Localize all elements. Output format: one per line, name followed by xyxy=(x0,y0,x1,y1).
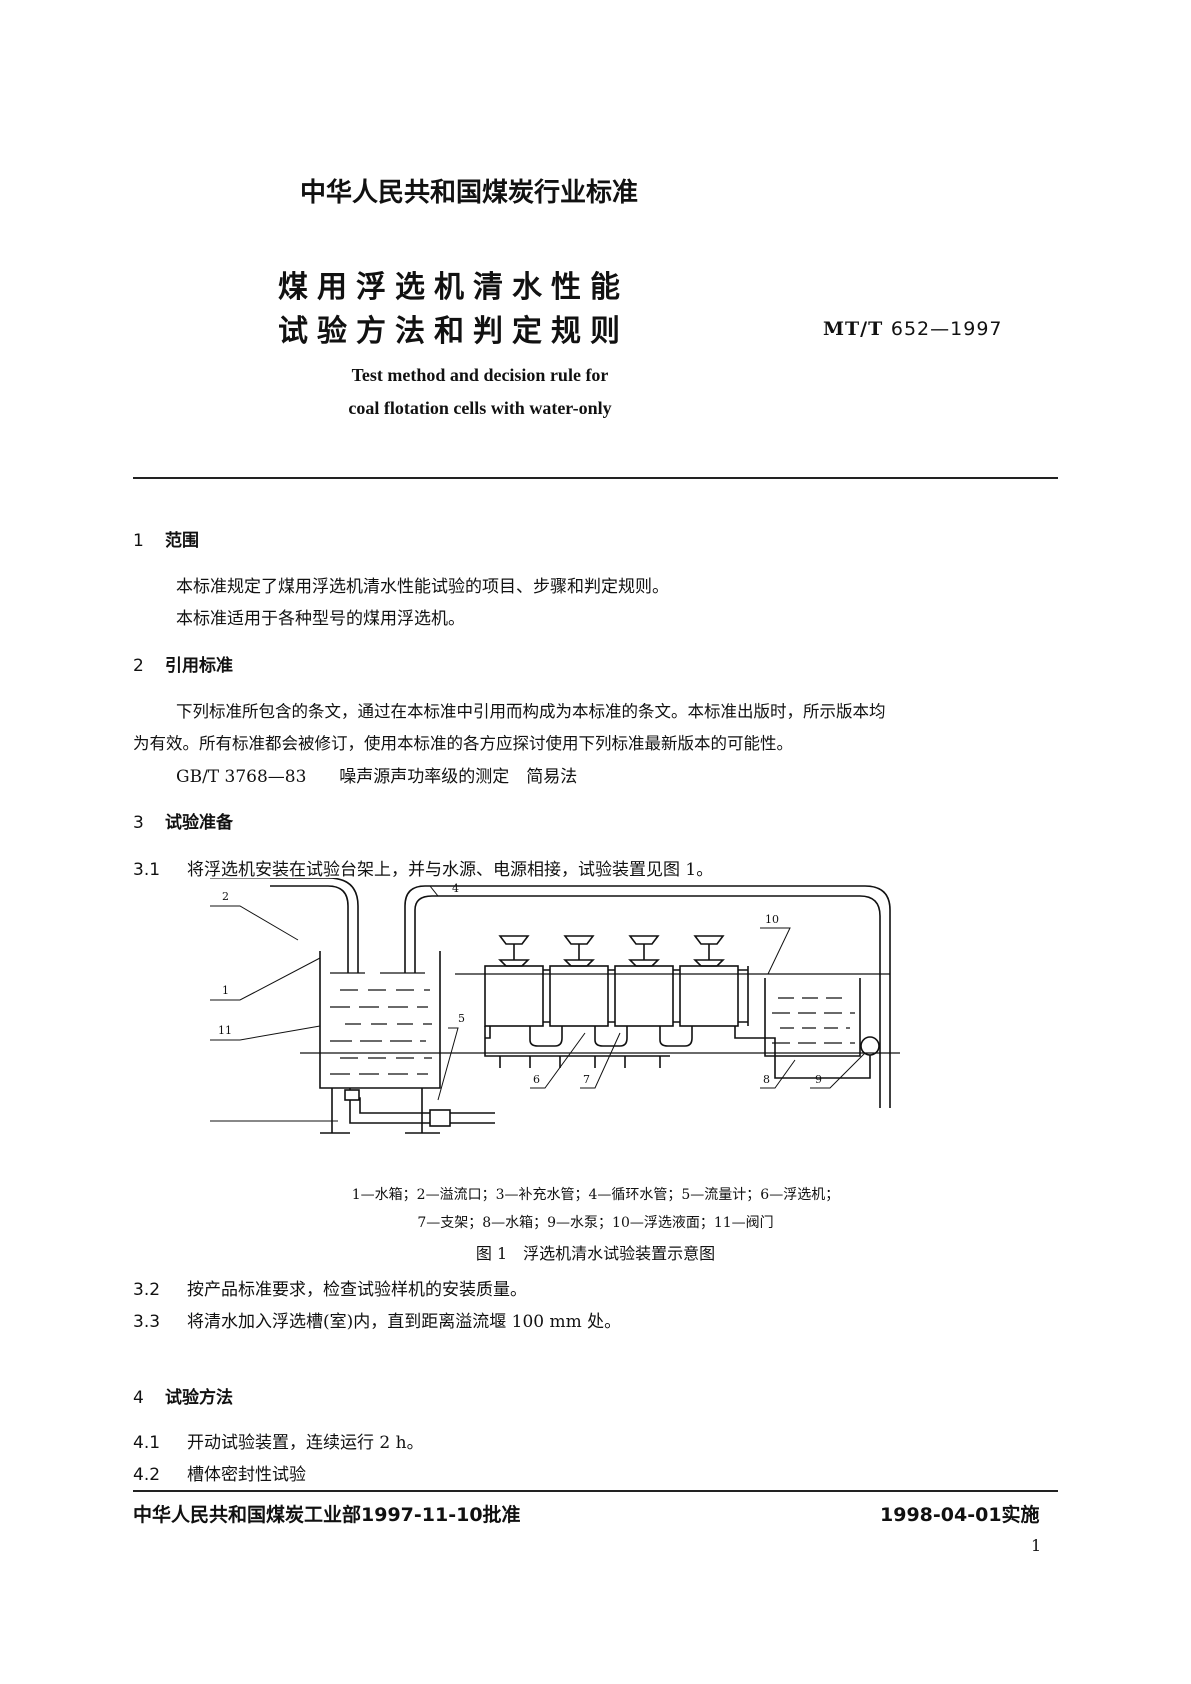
figure-label-1: 1 xyxy=(222,984,229,997)
section-title: 试验方法 xyxy=(165,1388,233,1408)
clause-number: 3.3 xyxy=(133,1312,161,1332)
footer-divider xyxy=(133,1490,1058,1492)
clause-3-3: 3.3 将清水加入浮选槽(室)内，直到距离溢流堰 100 mm 处。 xyxy=(133,1307,621,1332)
section-1-paragraph-1: 本标准规定了煤用浮选机清水性能试验的项目、步骤和判定规则。 xyxy=(176,577,669,597)
section-2-paragraph-line1: 下列标准所包含的条文，通过在本标准中引用而构成为本标准的条文。本标准出版时，所示… xyxy=(176,702,886,721)
document-title-cn-line1: 煤用浮选机清水性能 xyxy=(278,270,629,305)
figure-legend-line1: 1—水箱；2—溢流口；3—补充水管；4—循环水管；5—流量计；6—浮选机； xyxy=(351,1187,840,1203)
circulating-water-pipe xyxy=(404,885,891,1108)
clause-4-1: 4.1 开动试验装置，连续运行 2 h。 xyxy=(133,1428,424,1453)
valve-11 xyxy=(344,1089,360,1101)
reference-code: GB/T 3768—83 xyxy=(176,767,307,787)
section-number: 4 xyxy=(133,1388,144,1408)
tank-8-water-lines xyxy=(772,997,855,1044)
makeup-water-pipe xyxy=(270,885,349,973)
tank-8-outline xyxy=(764,978,861,1057)
clause-text: 按产品标准要求，检查试验样机的安装质量。 xyxy=(187,1280,527,1300)
figure-label-11: 11 xyxy=(218,1024,232,1037)
normative-reference: GB/T 3768—83 噪声源声功率级的测定 简易法 xyxy=(176,762,577,787)
effective-date: 1998-04-01实施 xyxy=(880,1504,1040,1526)
clause-number: 3.1 xyxy=(133,860,161,880)
flotation-cells xyxy=(484,935,871,1079)
clause-number: 4.1 xyxy=(133,1433,161,1453)
figure-label-7: 7 xyxy=(583,1073,590,1086)
clause-text: 将清水加入浮选槽(室)内，直到距离溢流堰 100 mm 处。 xyxy=(187,1312,622,1332)
pump-9 xyxy=(860,1036,880,1056)
section-title: 引用标准 xyxy=(165,656,233,676)
figure-label-10: 10 xyxy=(765,913,779,926)
header-divider xyxy=(133,477,1058,479)
standard-category-title: 中华人民共和国煤炭行业标准 xyxy=(300,178,639,208)
section-2-paragraph-line2: 为有效。所有标准都会被修订，使用本标准的各方应探讨使用下列标准最新版本的可能性。 xyxy=(133,734,793,753)
figure-legend-line2: 7—支架；8—水箱；9—水泵；10—浮选液面；11—阀门 xyxy=(417,1215,774,1231)
document-title-cn-line2: 试验方法和判定规则 xyxy=(278,314,629,349)
clause-number: 4.2 xyxy=(133,1465,161,1485)
section-1-paragraph-2: 本标准适用于各种型号的煤用浮选机。 xyxy=(176,609,465,629)
figure-label-8: 8 xyxy=(763,1073,770,1086)
clause-text: 槽体密封性试验 xyxy=(187,1465,306,1485)
tank-1-outline xyxy=(319,951,441,1089)
section-number: 2 xyxy=(133,656,144,676)
section-2-heading: 2 引用标准 xyxy=(133,651,233,676)
section-number: 1 xyxy=(133,531,144,551)
supports-7 xyxy=(484,1026,670,1068)
standard-code: MT/T 652—1997 xyxy=(823,318,1003,340)
section-1-heading: 1 范围 xyxy=(133,526,199,551)
approval-statement: 中华人民共和国煤炭工业部1997-11-10批准 xyxy=(133,1504,521,1526)
clause-number: 3.2 xyxy=(133,1280,161,1300)
figure-label-6: 6 xyxy=(533,1073,540,1086)
standard-code-number: 652—1997 xyxy=(890,318,1003,340)
figure-caption: 图 1 浮选机清水试验装置示意图 xyxy=(475,1244,716,1263)
clause-4-2: 4.2 槽体密封性试验 xyxy=(133,1460,306,1485)
tank-1-water-lines xyxy=(330,972,432,1075)
section-number: 3 xyxy=(133,813,144,833)
clause-text: 将浮选机安装在试验台架上，并与水源、电源相接，试验装置见图 1。 xyxy=(187,860,714,880)
reference-title: 噪声源声功率级的测定 简易法 xyxy=(339,767,578,787)
flowmeter-5 xyxy=(429,1109,451,1127)
figure-1-diagram: 3 4 2 1 5 11 6 7 8 9 10 xyxy=(210,878,900,1134)
figure-label-5: 5 xyxy=(458,1012,465,1025)
clause-3-2: 3.2 按产品标准要求，检查试验样机的安装质量。 xyxy=(133,1275,527,1300)
page-number: 1 xyxy=(1031,1536,1042,1555)
document-title-en-line2: coal flotation cells with water-only xyxy=(348,398,612,418)
section-4-heading: 4 试验方法 xyxy=(133,1383,233,1408)
section-3-heading: 3 试验准备 xyxy=(133,808,233,833)
clause-text: 开动试验装置，连续运行 2 h。 xyxy=(187,1433,424,1453)
section-title: 试验准备 xyxy=(165,813,233,833)
standard-code-prefix: MT/T xyxy=(823,318,884,340)
section-title: 范围 xyxy=(165,531,199,551)
figure-label-2: 2 xyxy=(222,890,229,903)
clause-3-1: 3.1 将浮选机安装在试验台架上，并与水源、电源相接，试验装置见图 1。 xyxy=(133,855,713,880)
figure-label-4: 4 xyxy=(452,882,459,895)
document-title-en-line1: Test method and decision rule for xyxy=(351,365,609,385)
figure-label-9: 9 xyxy=(815,1073,822,1086)
